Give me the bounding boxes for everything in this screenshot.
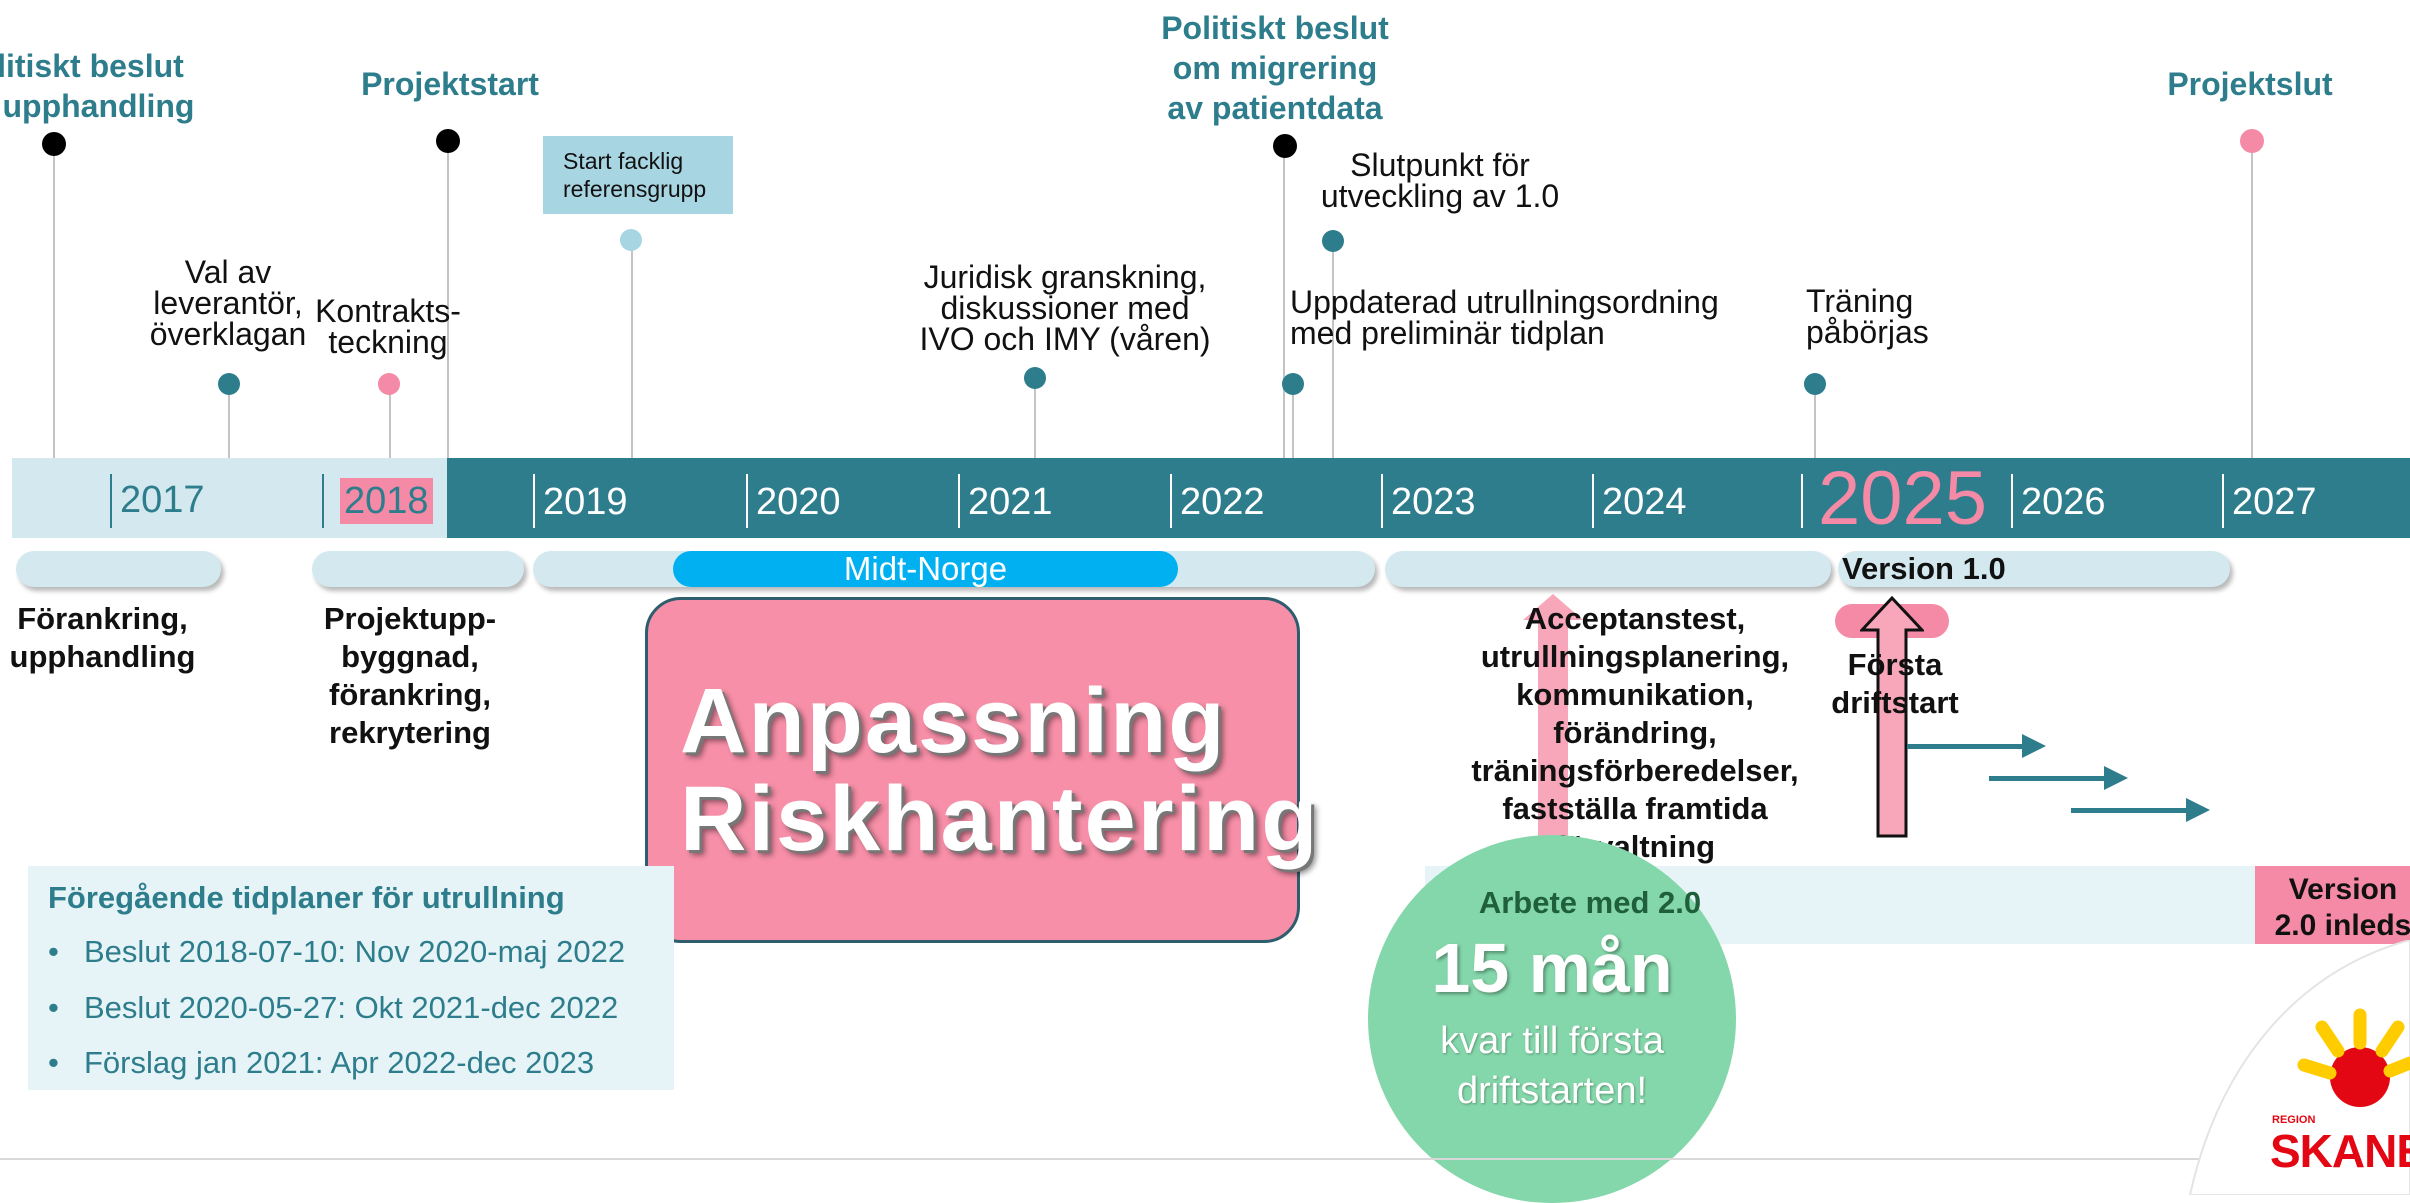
year-2023: 2023: [1391, 481, 1476, 523]
stem-slutpunkt: [1332, 241, 1334, 461]
event-uppdaterad-utrullningsordning: Uppdaterad utrullningsordning med prelim…: [1290, 284, 1719, 351]
event-val-av-leverantor: Val av leverantör, överklagan: [149, 254, 307, 352]
rollout-arrow-1-line: [1907, 744, 2027, 749]
milestone-politiskt-beslut-upphandling: Politiskt beslut om upphandling: [0, 48, 195, 124]
phase-pill-midt-norge: Midt-Norge: [673, 551, 1178, 587]
phase-forankring-upphandling: Förankring, upphandling: [9, 601, 196, 674]
year-tick-2020: [746, 474, 748, 528]
event-start-facklig-referensgrupp: Start facklig referensgrupp: [543, 136, 733, 214]
version-20-box: [2255, 866, 2410, 944]
stem-kontraktsteckning: [389, 384, 391, 461]
dot-traning: [1804, 373, 1826, 395]
year-2017: 2017: [120, 479, 205, 521]
bullet-icon: •: [48, 990, 59, 1025]
timeline-bar: [447, 458, 2410, 538]
dot-upphandling: [42, 132, 66, 156]
phase-projektuppbyggnad: Projektupp- byggnad, förankring, rekryte…: [323, 601, 497, 750]
stem-migrering: [1283, 145, 1285, 461]
year-tick-2017: [110, 474, 112, 528]
year-2024: 2024: [1602, 481, 1687, 523]
previous-plan-text: Förslag jan 2021: Apr 2022-dec 2023: [84, 1045, 595, 1080]
bullet-icon: •: [48, 934, 59, 969]
anpassning-riskhantering-box: [645, 597, 1300, 943]
countdown-text: kvar till första driftstarten!: [1440, 1020, 1664, 1112]
year-2019: 2019: [543, 481, 628, 523]
acceptanstest-arrow-body: [1538, 618, 1568, 858]
previous-plan-text: Beslut 2020-05-27: Okt 2021-dec 2022: [84, 990, 619, 1025]
previous-plan-text: Beslut 2018-07-10: Nov 2020-maj 2022: [84, 934, 626, 969]
phase-forsta-driftstart: Första driftstart: [1831, 647, 1959, 720]
region-skane-logo-icon: [2297, 1008, 2410, 1107]
footer-divider: [0, 1158, 2200, 1160]
milestone-projektslut: Projektslut: [2167, 66, 2333, 102]
event-kontraktsteckning: Kontrakts- teckning: [315, 293, 461, 360]
countdown-circle: [1368, 835, 1736, 1203]
year-2026: 2026: [2021, 481, 2106, 523]
event-traning-paborjas: Träning påbörjas: [1806, 283, 1929, 350]
dot-slutpunkt: [1322, 230, 1344, 252]
previous-plans-box: [28, 866, 674, 1090]
year-tick-2024: [1592, 474, 1594, 528]
stem-projektslut: [2251, 140, 2253, 461]
dot-kontraktsteckning: [378, 373, 400, 395]
milestone-politiskt-beslut-migrering: Politiskt beslut om migrering av patient…: [1161, 10, 1389, 126]
year-2021: 2021: [968, 481, 1053, 523]
dot-migrering: [1273, 134, 1297, 158]
stem-upphandling: [53, 143, 55, 461]
year-tick-2022: [1170, 474, 1172, 528]
logo-region-text: REGION: [2272, 1114, 2316, 1126]
version-10-label: Version 1.0: [1842, 551, 2006, 586]
phase-pill-acceptanstest: [1385, 551, 1831, 587]
rollout-arrow-2-line: [1989, 776, 2109, 781]
arbete-med-20-label: Arbete med 2.0: [1478, 885, 1702, 920]
year-tick-2019: [533, 474, 535, 528]
year-2025: 2025: [1818, 456, 1988, 541]
dot-projektstart: [436, 129, 460, 153]
stem-juridisk: [1034, 378, 1036, 461]
year-tick-2023: [1381, 474, 1383, 528]
rollout-arrow-2-head: [2104, 766, 2128, 790]
logo-skane-text: SKANE: [2270, 1125, 2410, 1177]
year-tick-2027: [2222, 474, 2224, 528]
countdown-number: 15 mån: [1431, 929, 1673, 1007]
phase-pill-projektuppbyggnad: [312, 551, 524, 587]
rollout-arrow-3-head: [2186, 798, 2210, 822]
dot-uppdaterad: [1282, 373, 1304, 395]
dot-juridisk: [1024, 367, 1046, 389]
bullet-icon: •: [48, 1045, 59, 1080]
phase-pill-forankring: [16, 551, 221, 587]
milestone-projektstart: Projektstart: [361, 66, 539, 102]
dot-facklig: [620, 229, 642, 251]
event-slutpunkt-utveckling: Slutpunkt för utveckling av 1.0: [1320, 147, 1560, 214]
year-2020: 2020: [756, 481, 841, 523]
dot-val-leverantor: [218, 373, 240, 395]
year-tick-2026: [2011, 474, 2013, 528]
event-juridisk-granskning: Juridisk granskning, diskussioner med IV…: [919, 259, 1211, 357]
previous-plan-item: • Beslut 2018-07-10: Nov 2020-maj 2022: [48, 934, 625, 970]
dot-projektslut: [2240, 129, 2264, 153]
rollout-arrow-1-head: [2022, 734, 2046, 758]
version-20-label: Version 2.0 inleds: [2274, 873, 2410, 942]
stem-facklig: [631, 240, 633, 461]
previous-plans-title: Föregående tidplaner för utrullning: [48, 880, 565, 915]
phase-acceptanstest: Acceptanstest, utrullningsplanering, kom…: [1471, 601, 1799, 864]
previous-plan-item: • Beslut 2020-05-27: Okt 2021-dec 2022: [48, 990, 618, 1026]
stem-traning: [1814, 384, 1816, 461]
year-tick-2018: [322, 474, 324, 528]
forsta-driftstart-arrow: [1860, 596, 1924, 838]
year-tick-2025: [1801, 474, 1803, 528]
year-2018: 2018: [340, 478, 433, 524]
stem-val-leverantor: [228, 384, 230, 461]
anpassning-riskhantering-text: Anpassning Riskhantering: [680, 670, 1320, 870]
previous-plan-item: • Förslag jan 2021: Apr 2022-dec 2023: [48, 1045, 594, 1081]
year-2022: 2022: [1180, 481, 1265, 523]
stem-uppdaterad: [1292, 384, 1294, 461]
year-tick-2021: [958, 474, 960, 528]
phase-pill-version-10: [1838, 551, 2230, 587]
stem-projektstart: [447, 140, 449, 461]
year-2027: 2027: [2232, 481, 2317, 523]
rollout-arrow-3-line: [2071, 808, 2191, 813]
acceptanstest-arrow-head: [1523, 594, 1583, 620]
